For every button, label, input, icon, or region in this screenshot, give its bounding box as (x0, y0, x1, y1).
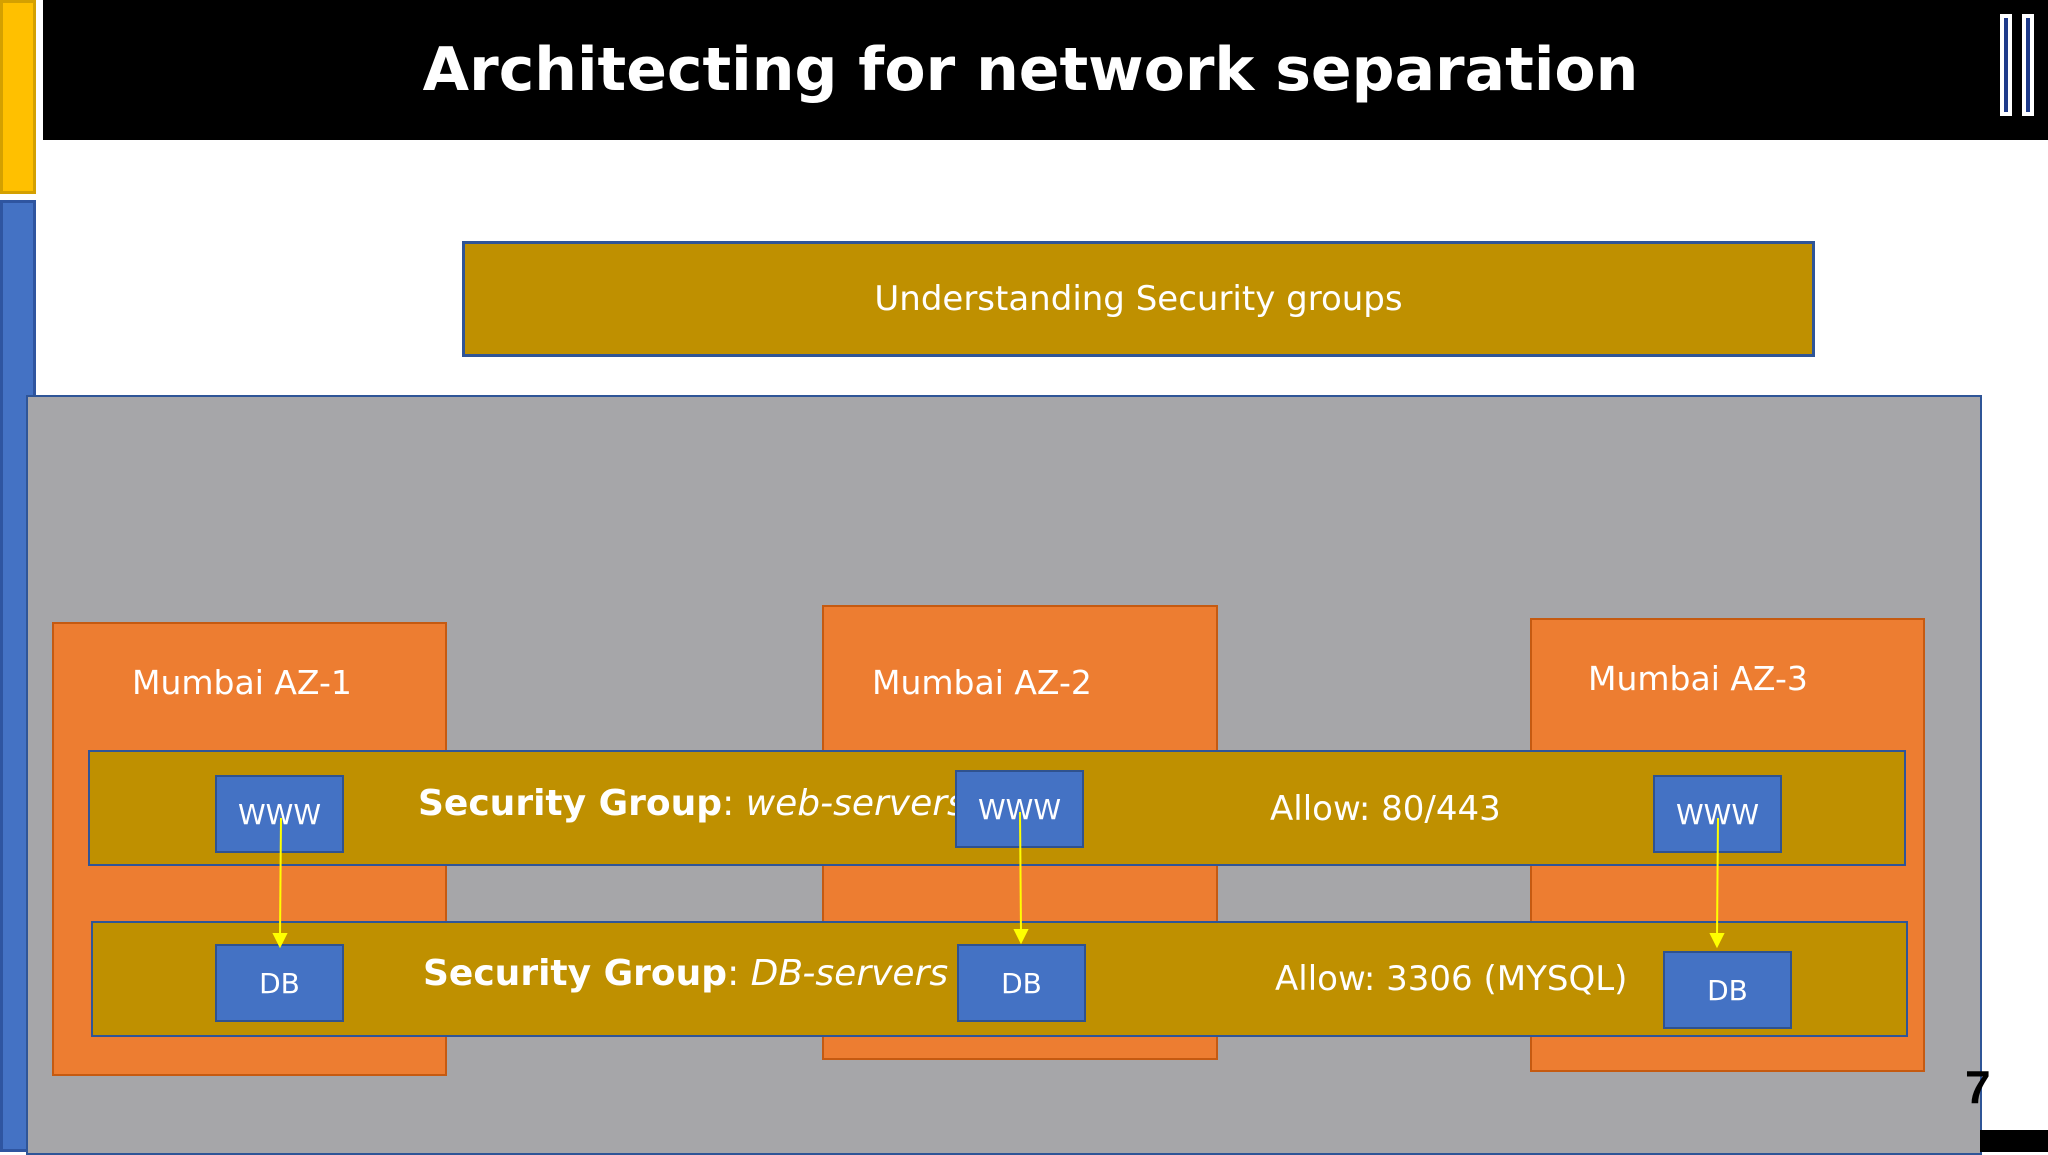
security-group-db-label: Security Group: DB-servers (423, 953, 948, 994)
db-server-node-3: DB (1663, 951, 1792, 1029)
security-group-db-separator: : (727, 953, 751, 994)
zone-label-1: Mumbai AZ-1 (132, 663, 352, 702)
security-group-db-prefix: Security Group (423, 953, 728, 994)
zone-label-3: Mumbai AZ-3 (1588, 659, 1808, 698)
security-group-web-label: Security Group: web-servers (418, 783, 966, 824)
slide-title: Architecting for network separation (422, 35, 1639, 105)
db-server-node-1: DB (215, 944, 344, 1022)
security-group-web-separator: : (722, 783, 746, 824)
zone-label-2: Mumbai AZ-2 (872, 663, 1092, 702)
db-server-node-2: DB (957, 944, 1086, 1022)
logo-bar-left (2000, 14, 2012, 116)
title-bar (43, 0, 2048, 140)
web-server-node-3: WWW (1653, 775, 1782, 853)
security-group-web-prefix: Security Group (418, 783, 723, 824)
web-server-node-2: WWW (955, 770, 1084, 848)
corner-strip (1980, 1130, 2048, 1152)
slide-number: 7 (1965, 1061, 1991, 1113)
logo-bar-right (2022, 14, 2034, 116)
header-box: Understanding Security groups (462, 241, 1815, 357)
web-server-node-1: WWW (215, 775, 344, 853)
security-group-db-name: DB-servers (750, 953, 949, 994)
logo-icon (2000, 14, 2036, 116)
security-group-db-rule: Allow: 3306 (MYSQL) (1275, 959, 1628, 999)
security-group-web-rule: Allow: 80/443 (1270, 789, 1501, 829)
accent-bar-yellow (0, 0, 36, 194)
security-group-web-name: web-servers (745, 783, 966, 824)
